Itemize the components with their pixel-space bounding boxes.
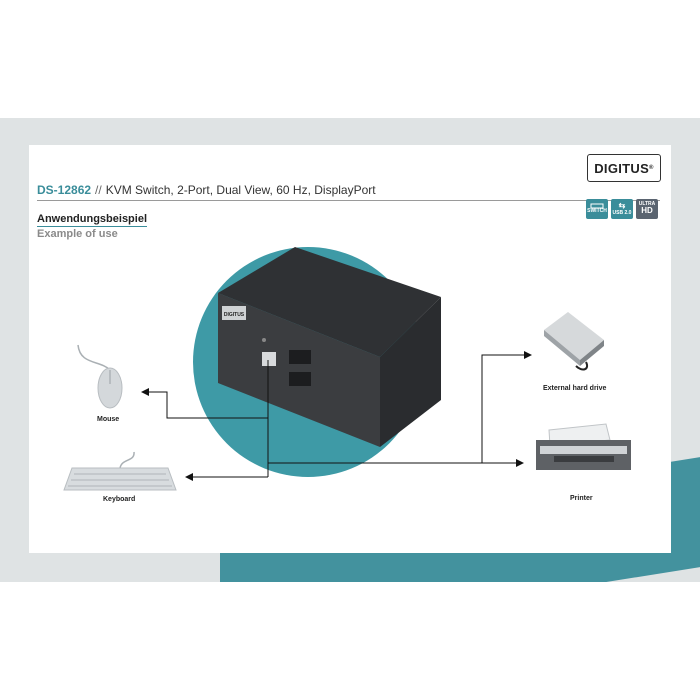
usb-port-icon: [262, 352, 276, 366]
kvm-switch-device: DIGITUS: [218, 247, 441, 447]
badge-ultra-label: ULTRA: [638, 200, 656, 207]
external-hdd-icon: [544, 312, 604, 371]
registered-mark: ®: [649, 165, 654, 171]
section-heading-de: Anwendungsbeispiel: [37, 213, 148, 227]
indicator-icon: [262, 338, 266, 342]
badge-usb-label: USB 2.0: [612, 209, 632, 216]
port-2-button: [289, 372, 311, 386]
mouse-icon: [77, 344, 123, 409]
mouse-label: Mouse: [97, 416, 120, 423]
kvm-switch-icon: SWITCH: [586, 199, 608, 219]
hdd-label: External hard drive: [543, 385, 607, 392]
product-title: DS-12862//KVM Switch, 2-Port, Dual View,…: [37, 183, 660, 201]
ultra-hd-icon: ULTRA HD: [636, 199, 658, 219]
digitus-logo: DIGITUS®: [587, 154, 661, 182]
keyboard-label: Keyboard: [103, 496, 136, 503]
title-separator: //: [95, 183, 102, 197]
badge-hd-label: HD: [641, 206, 653, 216]
section-heading-en: Example of use: [37, 228, 118, 240]
badge-switch-label: SWITCH: [587, 208, 607, 215]
logo-text: DIGITUS: [594, 160, 650, 176]
keyboard-icon: [63, 451, 177, 491]
feature-badges: SWITCH ⇆ USB 2.0 ULTRA HD: [586, 199, 658, 219]
badge-usb-symbol: ⇆: [618, 200, 626, 210]
printer-icon: [536, 423, 631, 470]
connection-lines: [141, 351, 532, 481]
product-description: KVM Switch, 2-Port, Dual View, 60 Hz, Di…: [105, 183, 376, 197]
front-logo-plate: [222, 306, 246, 320]
front-logo: DIGITUS: [224, 312, 245, 318]
product-code: DS-12862: [37, 183, 92, 197]
port-1-button: [289, 350, 311, 364]
usb-icon: ⇆ USB 2.0: [611, 199, 633, 219]
printer-label: Printer: [570, 495, 593, 502]
